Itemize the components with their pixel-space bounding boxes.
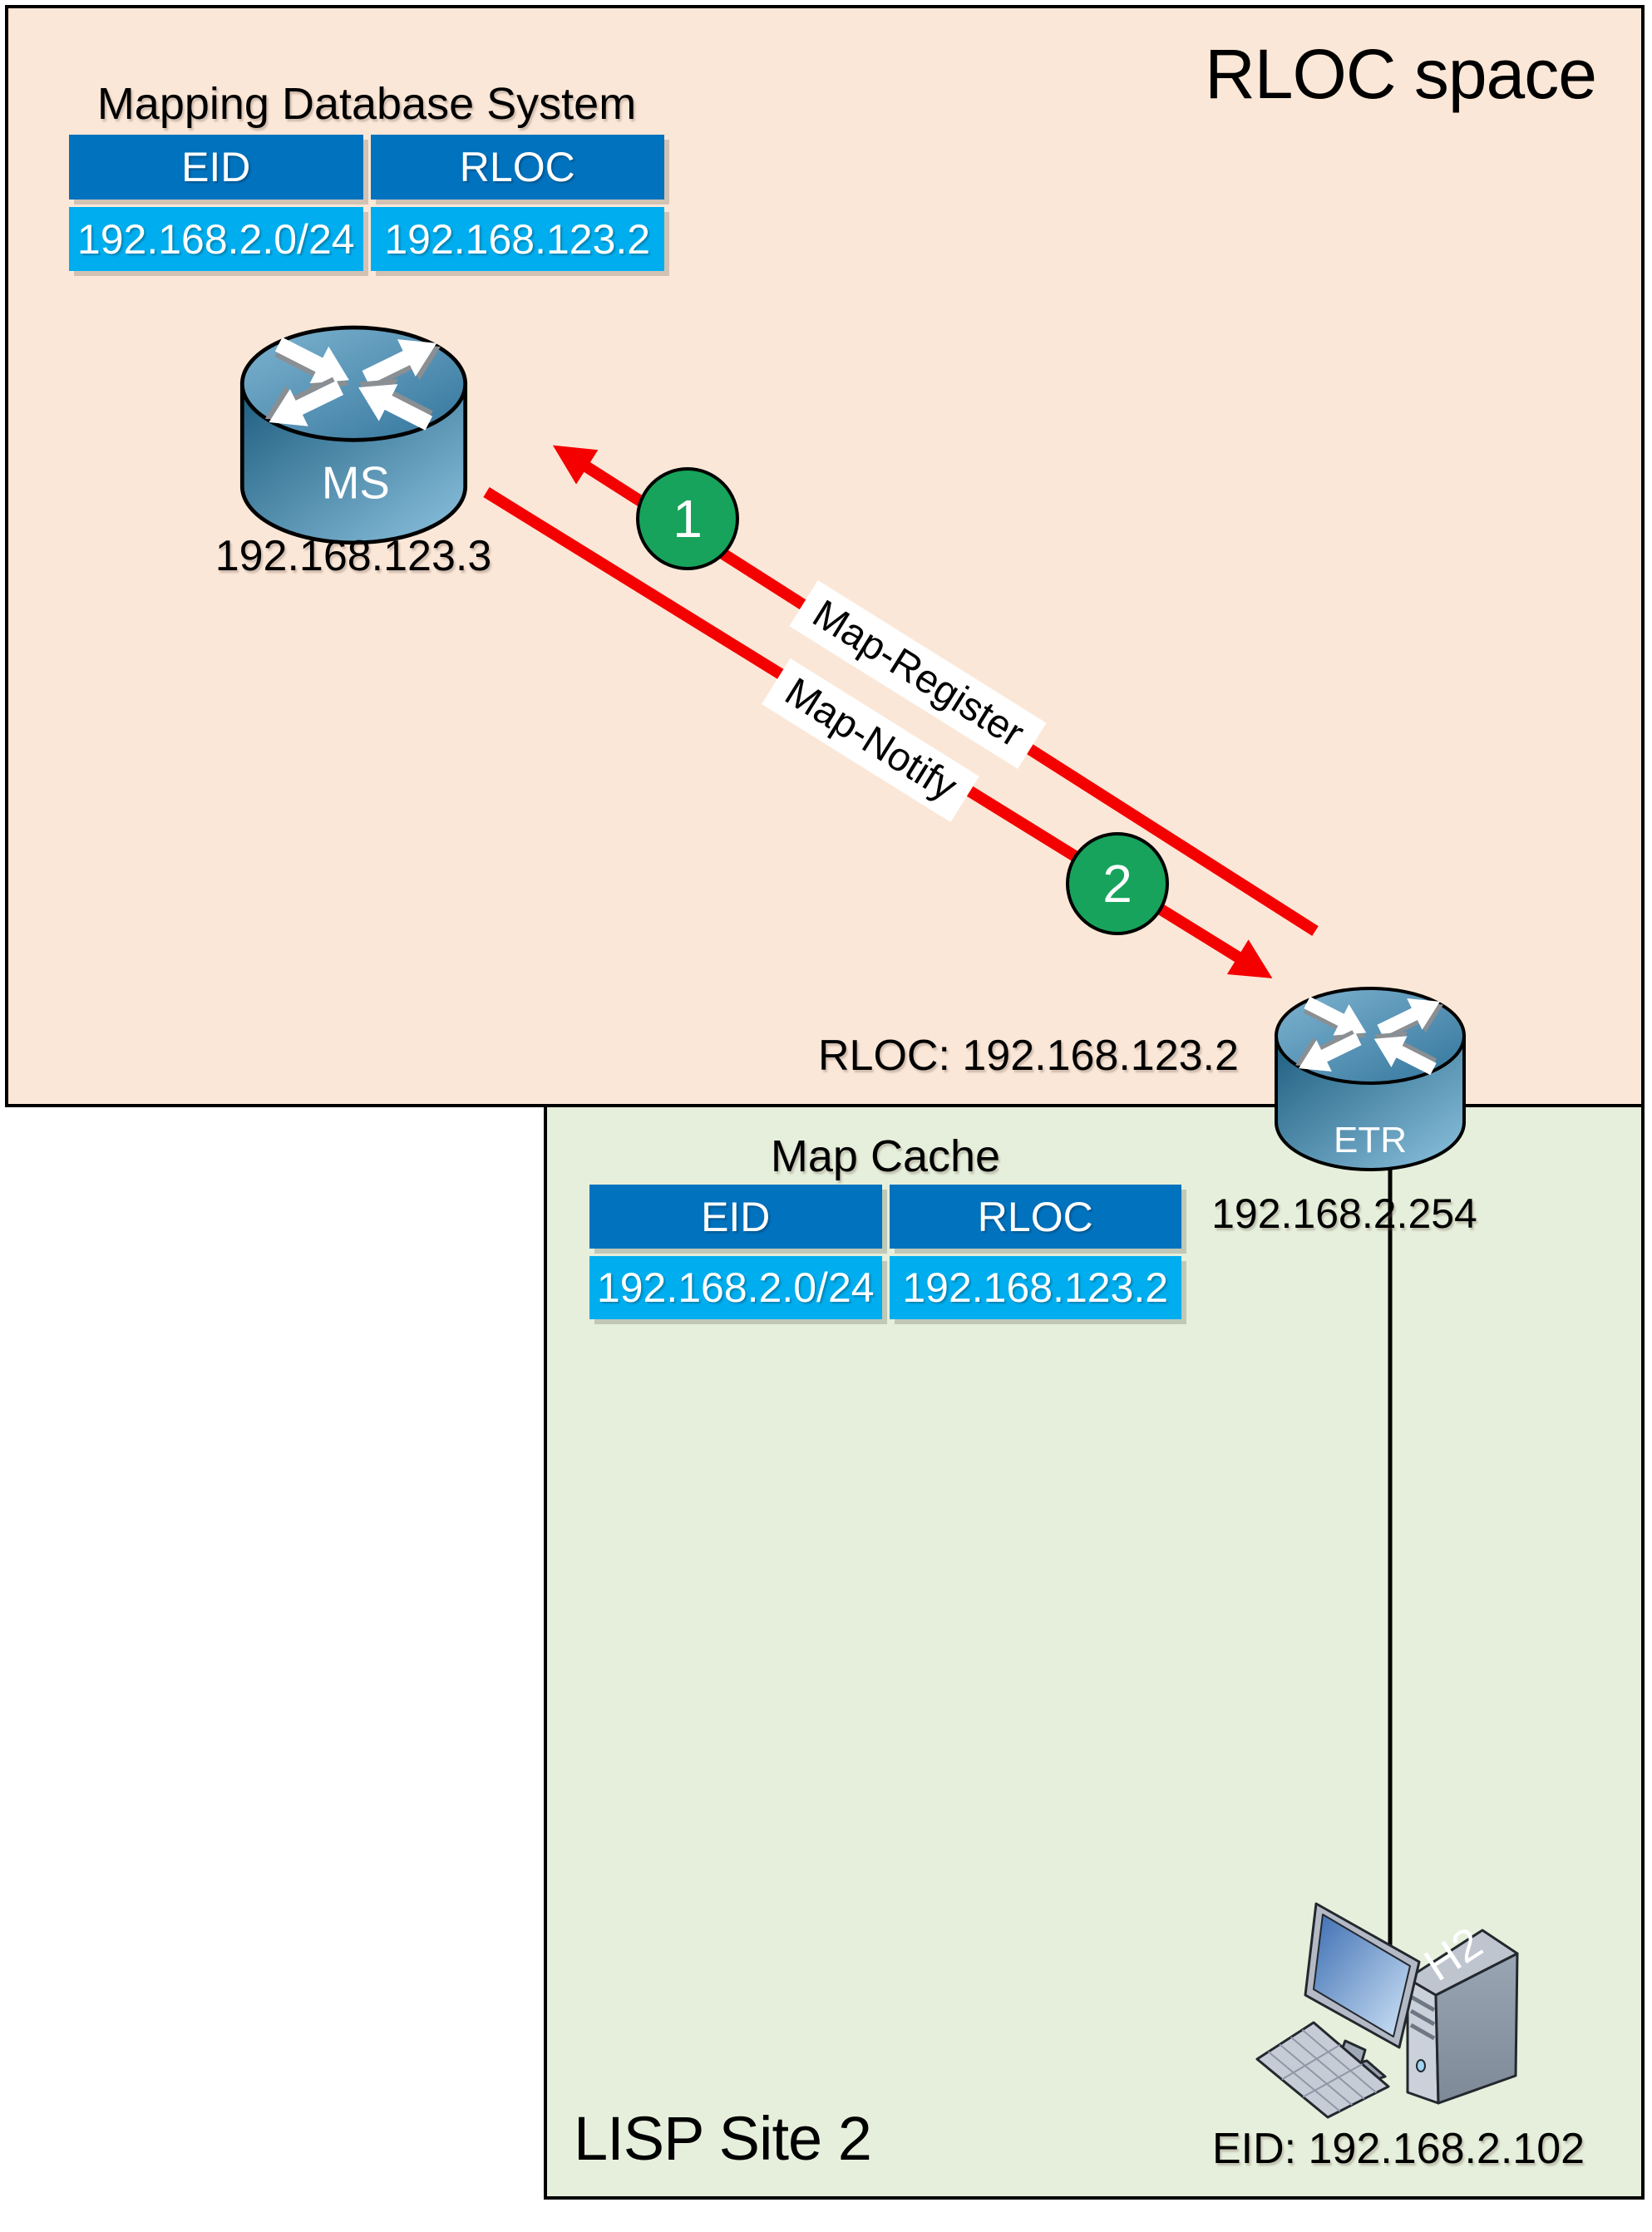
step-2-badge: 2 bbox=[1066, 832, 1169, 935]
map-cache-header-rloc: RLOC bbox=[889, 1185, 1181, 1249]
etr-label: ETR bbox=[1334, 1120, 1407, 1160]
mapping-db-title: Mapping Database System bbox=[96, 79, 637, 129]
h2-eid-text: EID: 192.168.2.102 bbox=[1211, 2125, 1585, 2173]
mapping-db-cell-rloc: 192.168.123.2 bbox=[370, 207, 664, 271]
ms-router-icon: MS bbox=[239, 325, 468, 545]
map-cache-header-eid: EID bbox=[589, 1185, 882, 1249]
map-cache-title: Map Cache bbox=[770, 1131, 1001, 1181]
keyboard-icon bbox=[1255, 2021, 1390, 2119]
lisp-site-2-title: LISP Site 2 bbox=[574, 2104, 872, 2173]
mapping-db-cell-eid: 192.168.2.0/24 bbox=[69, 207, 363, 271]
etr-router-icon: ETR bbox=[1275, 987, 1466, 1171]
map-cache-cell-rloc: 192.168.123.2 bbox=[889, 1256, 1181, 1319]
h2-host-icon: H2 bbox=[1255, 1902, 1519, 2119]
ms-label: MS bbox=[322, 457, 390, 508]
tower-icon bbox=[1406, 1929, 1519, 2105]
step-1-badge: 1 bbox=[636, 467, 739, 570]
etr-ip: 192.168.2.254 bbox=[1211, 1190, 1477, 1237]
mapping-db-table: EID RLOC 192.168.2.0/24 192.168.123.2 bbox=[69, 135, 664, 271]
map-cache-table: EID RLOC 192.168.2.0/24 192.168.123.2 bbox=[589, 1185, 1181, 1319]
rloc-space-title: RLOC space bbox=[1205, 35, 1597, 113]
router-arrows-icon bbox=[1295, 996, 1443, 1076]
etr-rloc-text: RLOC: 192.168.123.2 bbox=[818, 1032, 1239, 1080]
router-arrows-icon bbox=[264, 337, 441, 431]
map-cache-cell-eid: 192.168.2.0/24 bbox=[589, 1256, 882, 1319]
mapping-db-header-eid: EID bbox=[69, 135, 363, 200]
mapping-db-header-rloc: RLOC bbox=[370, 135, 664, 200]
ms-ip: 192.168.123.3 bbox=[215, 532, 492, 580]
